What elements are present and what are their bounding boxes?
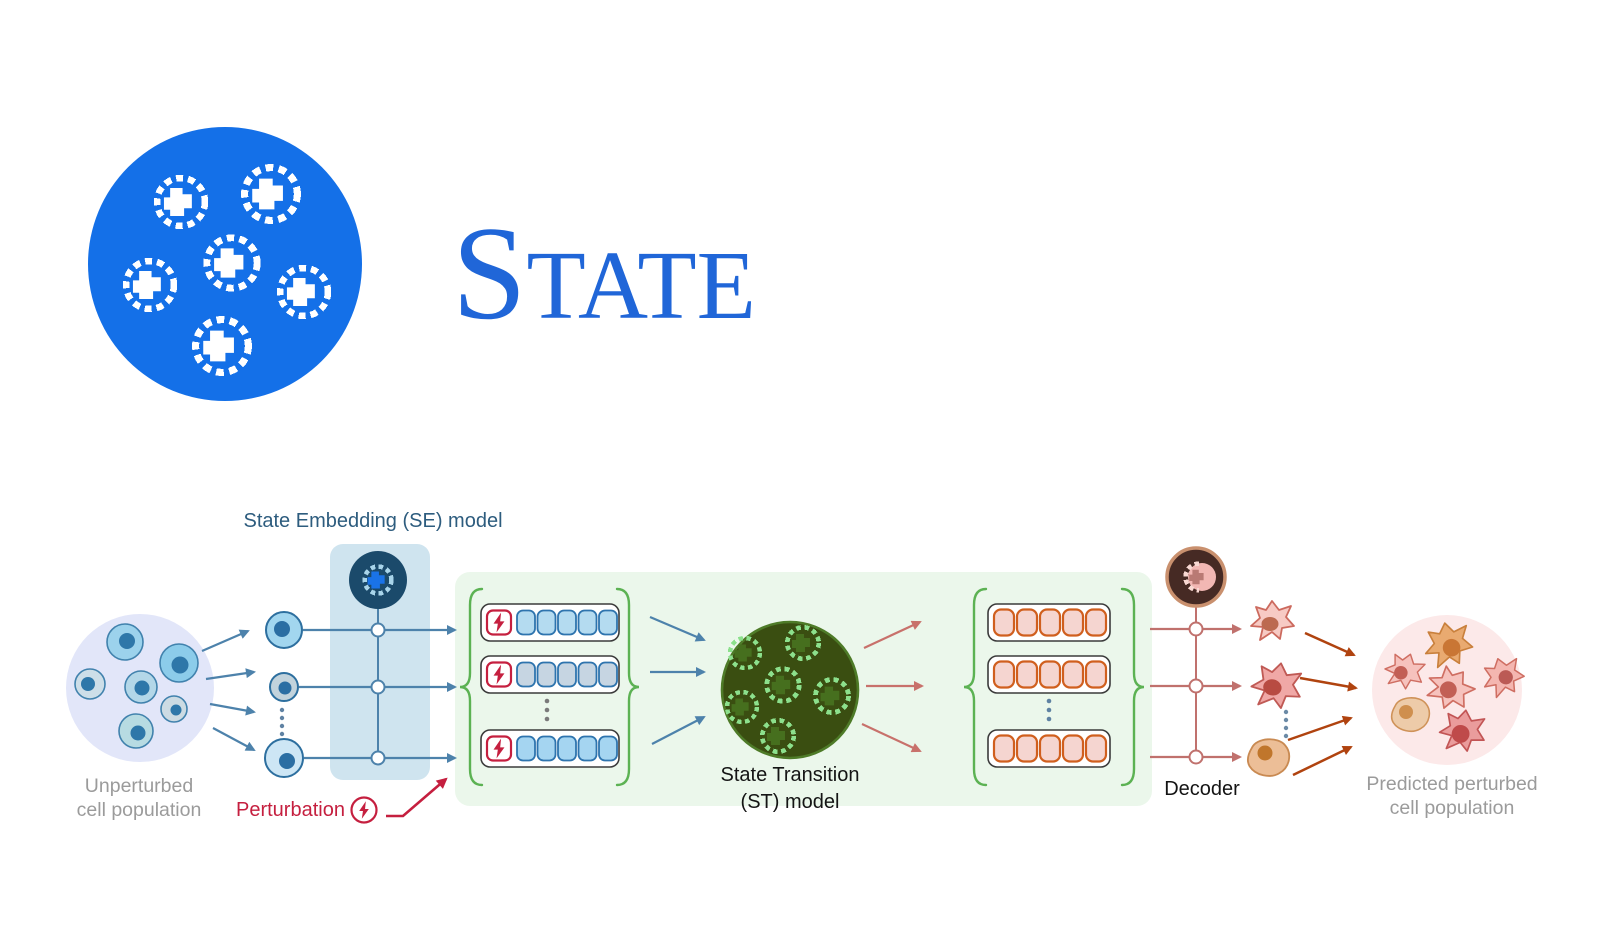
se-model-label: State Embedding (SE) model <box>243 510 502 532</box>
braces <box>459 587 1145 787</box>
token-row <box>987 603 1111 642</box>
st-output-arrows <box>861 620 924 753</box>
st-input-arrows <box>649 615 706 745</box>
st-model-label-line1: State Transition <box>721 764 860 786</box>
unperturbed-population <box>66 614 214 762</box>
single-cells-column <box>264 611 304 778</box>
token-row <box>480 603 620 642</box>
token-chips <box>992 734 1108 763</box>
ellipsis-dots <box>279 707 285 737</box>
perturbation-bolt-icon <box>350 796 378 824</box>
cell <box>74 668 106 700</box>
token-row <box>987 729 1111 768</box>
wordmark: STATE <box>452 199 756 347</box>
perturbed-cell <box>1390 697 1431 733</box>
decoder-label: Decoder <box>1164 778 1240 800</box>
token-chips <box>992 608 1108 637</box>
st-model-label-line2: (ST) model <box>741 791 840 813</box>
ellipsis-dots <box>1283 709 1289 739</box>
cell <box>264 738 304 778</box>
perturbed-cell <box>1247 657 1307 714</box>
token-chips <box>516 609 618 636</box>
state-logo: STATE <box>88 127 756 401</box>
unperturbed-label-line2: cell population <box>77 799 202 821</box>
ellipsis-dots <box>544 698 550 722</box>
aggregation-arrows <box>1287 631 1358 777</box>
unperturbed-label-line1: Unperturbed <box>85 775 193 797</box>
cell <box>265 611 303 649</box>
token-chips <box>516 661 618 688</box>
token-chips <box>992 660 1108 689</box>
cell <box>159 643 199 683</box>
perturbed-cell <box>1477 652 1529 701</box>
decoder-nodes <box>1188 621 1204 765</box>
token-chips <box>516 735 618 762</box>
cell <box>118 713 154 749</box>
se-model-icon <box>349 551 407 609</box>
cell <box>124 670 158 704</box>
token-row <box>987 655 1111 694</box>
predicted-population <box>1372 615 1529 765</box>
perturbation-arrow <box>386 777 448 818</box>
predicted-label-line2: cell population <box>1390 797 1515 819</box>
predicted-label-line1: Predicted perturbed <box>1366 773 1537 795</box>
perturbed-cell <box>1419 657 1482 720</box>
perturbed-cell <box>1436 705 1490 756</box>
cell <box>106 623 144 661</box>
perturbation-label: Perturbation <box>236 799 345 821</box>
token-row <box>480 729 620 768</box>
decoder-icon <box>1165 546 1227 608</box>
sampling-arrows <box>201 629 256 751</box>
ellipsis-dots <box>1046 698 1052 722</box>
perturbed-cell <box>1246 738 1291 777</box>
cell <box>269 672 299 702</box>
logo-mark-icon <box>88 127 362 401</box>
perturbed-cell <box>1421 618 1476 670</box>
se-nodes <box>370 622 386 766</box>
se-model-band <box>330 544 430 780</box>
perturbed-cell <box>1250 600 1295 641</box>
decoded-cells-column <box>1246 600 1307 777</box>
cell <box>160 695 188 723</box>
token-row <box>480 655 620 694</box>
st-model-icon <box>720 620 860 760</box>
output-token-rows <box>987 603 1111 768</box>
perturbed-cell <box>1379 647 1430 695</box>
embedded-token-rows <box>480 603 620 768</box>
